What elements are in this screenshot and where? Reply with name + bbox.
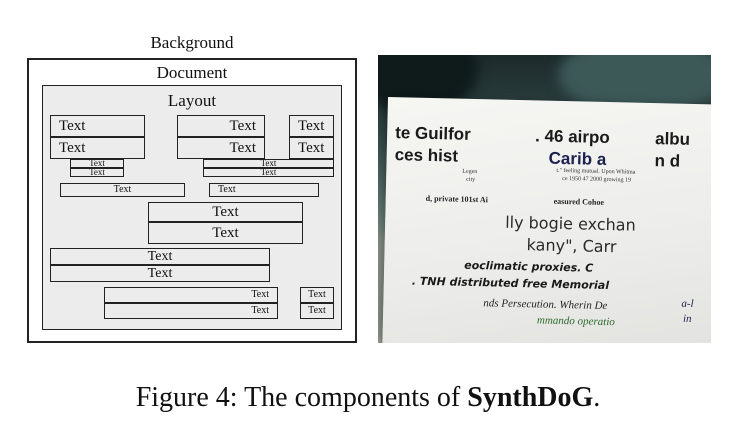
paper-line: a-l xyxy=(681,297,694,310)
text-box: Text xyxy=(104,303,278,319)
text-box: Text xyxy=(289,137,334,159)
text-box: Text xyxy=(50,265,270,282)
text-box: Text xyxy=(50,137,145,159)
paper-line: eoclimatic proxies. C xyxy=(464,258,594,275)
paper-line: albu xyxy=(654,129,691,149)
paper-line: t." feeling mutual. Upon Whitma xyxy=(556,167,636,176)
paper-line: lly bogie exchan xyxy=(504,212,636,235)
paper-line: mmando operatio xyxy=(536,314,616,329)
text-box: Text xyxy=(70,159,124,168)
paper-sheet: te Guilfor . 46 airpo albu ces hist Cari… xyxy=(382,97,711,343)
text-box: Text xyxy=(148,222,303,244)
paper-line: . 46 airpo xyxy=(534,126,610,148)
text-box: Text xyxy=(70,168,124,177)
figure-caption: Figure 4: The components of SynthDoG. xyxy=(0,382,736,414)
text-box: Text xyxy=(50,115,145,137)
caption-prefix: Figure 4: The components of xyxy=(135,382,468,413)
text-box: Text xyxy=(203,168,334,177)
paper-line: city xyxy=(466,176,476,183)
paper-line: Carib a xyxy=(548,148,607,169)
text-box: Text xyxy=(300,303,334,319)
caption-name: SynthDoG xyxy=(467,382,594,413)
paper-line: ce 1950 47 2000 growing 19 xyxy=(562,175,632,184)
paper-line: kany", Carr xyxy=(526,235,617,257)
paper-line: n d xyxy=(654,151,681,171)
text-box: Text xyxy=(60,183,185,197)
text-box: Text xyxy=(203,159,334,168)
paper-line: easured Cohoe xyxy=(553,196,605,207)
text-box: Text xyxy=(289,115,334,137)
background-label: Background xyxy=(150,33,234,52)
layout-label: Layout xyxy=(167,91,217,110)
paper-line: ces hist xyxy=(394,145,459,166)
paper-line: te Guilfor xyxy=(394,123,471,144)
text-box: Text xyxy=(177,137,265,159)
paper-line: Legen xyxy=(462,168,478,176)
paper-line: nds Persecution. Wherin De xyxy=(483,297,608,313)
text-box: Text xyxy=(50,248,270,265)
text-box: Text xyxy=(300,287,334,303)
text-box: Text xyxy=(148,202,303,222)
sample-document-image: te Guilfor . 46 airpo albu ces hist Cari… xyxy=(378,55,711,343)
paper-line: in xyxy=(682,312,692,325)
text-box: Text xyxy=(104,287,278,303)
document-label: Document xyxy=(156,63,228,82)
paper-line: . TNH distributed free Memorial xyxy=(411,274,610,293)
paper-line: d, private 101st Ai xyxy=(425,193,489,205)
caption-suffix: . xyxy=(593,382,601,413)
text-box: Text xyxy=(177,115,265,137)
text-box: Text xyxy=(209,183,319,197)
